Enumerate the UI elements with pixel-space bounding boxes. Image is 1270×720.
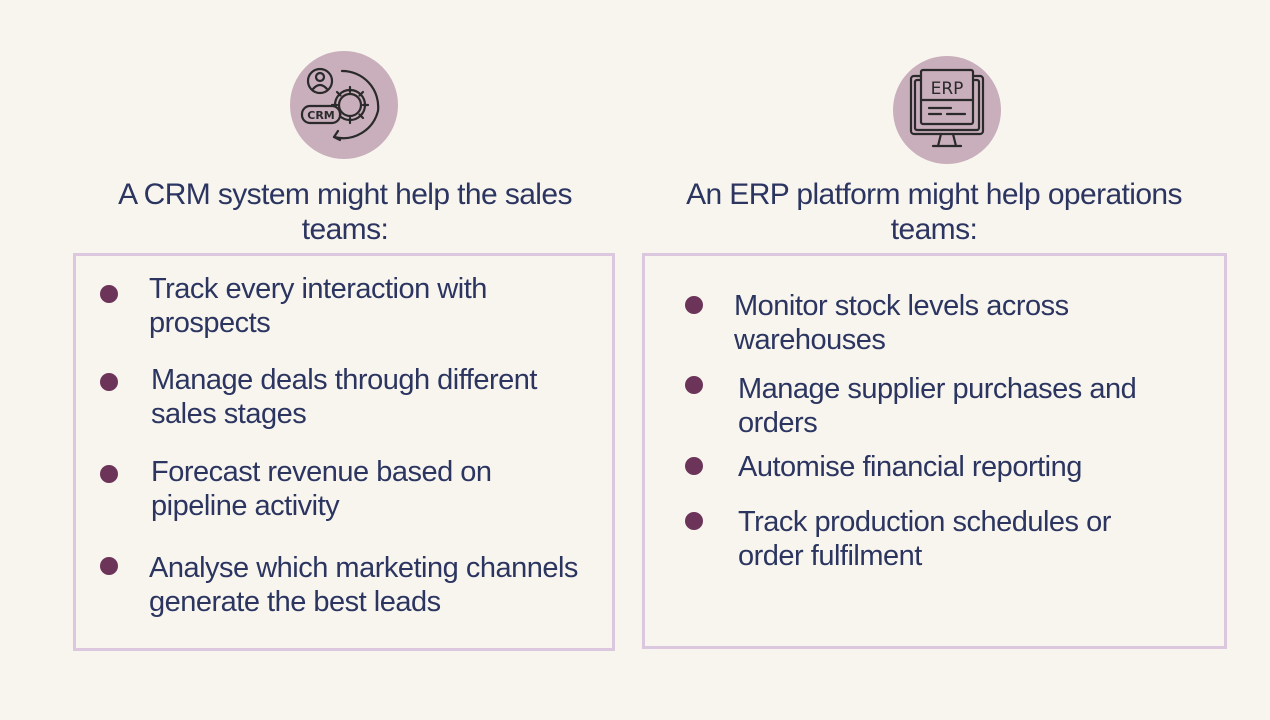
crm-icon-label: CRM [307, 109, 335, 122]
crm-icon: CRM [290, 51, 398, 159]
erp-benefits-panel [642, 253, 1227, 649]
erp-bullet-1 [685, 296, 703, 314]
crm-item-1: Track every interaction with prospects [149, 273, 487, 339]
erp-icon-label: ERP [931, 79, 964, 99]
crm-bullet-3 [100, 465, 118, 483]
erp-bullet-3 [685, 457, 703, 475]
erp-bullet-4 [685, 512, 703, 530]
crm-heading: A CRM system might help the sales teams: [118, 178, 572, 246]
erp-icon: ERP [893, 56, 1001, 164]
erp-bullet-2 [685, 376, 703, 394]
crm-item-4: Analyse which marketing channels generat… [149, 552, 578, 618]
erp-item-1: Monitor stock levels across warehouses [734, 290, 1069, 356]
erp-item-3: Automise financial reporting [738, 451, 1082, 483]
erp-item-4: Track production schedules or order fulf… [738, 506, 1111, 572]
crm-item-2: Manage deals through different sales sta… [151, 364, 537, 430]
crm-benefits-panel [73, 253, 615, 651]
erp-heading: An ERP platform might help operations te… [686, 178, 1182, 246]
crm-bullet-1 [100, 285, 118, 303]
crm-item-3: Forecast revenue based on pipeline activ… [151, 456, 492, 522]
erp-item-2: Manage supplier purchases and orders [738, 373, 1137, 439]
crm-bullet-4 [100, 557, 118, 575]
crm-bullet-2 [100, 373, 118, 391]
